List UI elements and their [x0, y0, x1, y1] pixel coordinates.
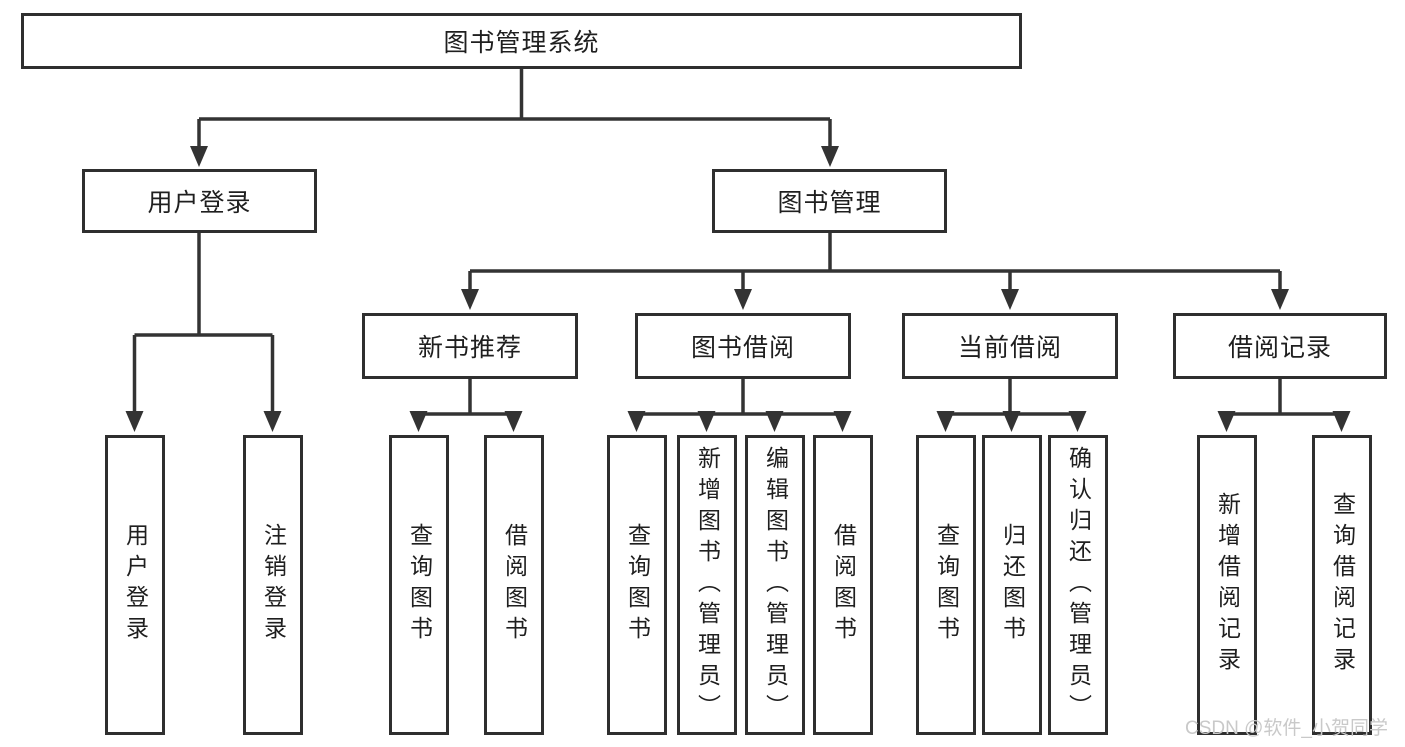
- csdn-watermark: CSDN @软件_小贺同学: [1185, 718, 1388, 739]
- leaf-add-books-admin: 新增图书（管理员）: [677, 435, 737, 735]
- leaf-return-books: 归还图书: [982, 435, 1042, 735]
- leaf-user-login: 用户登录: [105, 435, 165, 735]
- node-root-library-system: 图书管理系统: [21, 13, 1022, 69]
- leaf-borrow-books-borrowing: 借阅图书: [813, 435, 873, 735]
- node-book-management-branch: 图书管理: [712, 169, 947, 233]
- leaf-logout: 注销登录: [243, 435, 303, 735]
- leaf-add-borrow-record: 新增借阅记录: [1197, 435, 1257, 735]
- node-book-borrowing: 图书借阅: [635, 313, 851, 379]
- leaf-query-books-borrowing: 查询图书: [607, 435, 667, 735]
- leaf-query-books-current: 查询图书: [916, 435, 976, 735]
- node-new-book-recommendation: 新书推荐: [362, 313, 578, 379]
- leaf-borrow-books-recommend: 借阅图书: [484, 435, 544, 735]
- node-borrowing-records: 借阅记录: [1173, 313, 1387, 379]
- node-user-login-branch: 用户登录: [82, 169, 317, 233]
- leaf-confirm-return-admin: 确认归还（管理员）: [1048, 435, 1108, 735]
- leaf-query-books-recommend: 查询图书: [389, 435, 449, 735]
- node-current-borrowing: 当前借阅: [902, 313, 1118, 379]
- leaf-query-borrow-record: 查询借阅记录: [1312, 435, 1372, 735]
- leaf-edit-books-admin: 编辑图书（管理员）: [745, 435, 805, 735]
